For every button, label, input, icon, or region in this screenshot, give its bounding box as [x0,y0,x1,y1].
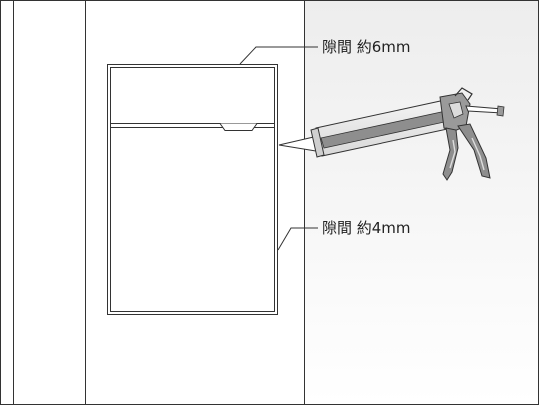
gun-grip-highlight [449,139,456,169]
gun-trigger-highlight [471,137,485,171]
gun-grip [442,127,459,181]
top-gap-label: 隙間 約6mm [322,38,411,56]
gun-front-cap [310,127,325,158]
gun-rod-end [496,105,505,117]
bottom-gap-leader [277,227,318,251]
lid-handle-notch [219,123,258,131]
bottom-gap-label: 隙間 約4mm [322,219,411,237]
caulking-gun-illustration [278,87,505,181]
box-inner-border [110,67,275,312]
right-wall-panel [304,1,538,404]
top-gap-leader [239,46,318,65]
gun-head-detail [448,101,464,119]
gun-hook [454,87,473,101]
